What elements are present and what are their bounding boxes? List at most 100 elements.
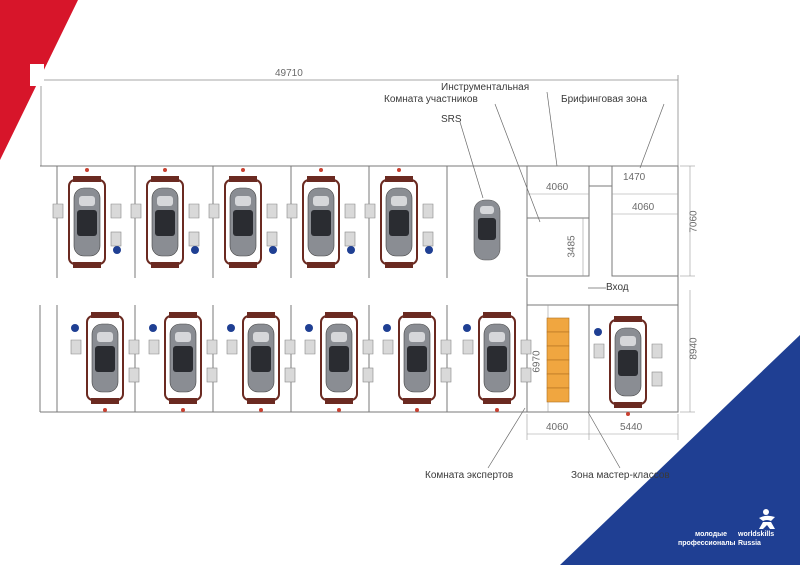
bottom-workstation-5 xyxy=(382,312,452,412)
equipment-right xyxy=(440,339,452,355)
car-windshield xyxy=(409,332,425,342)
equipment-left xyxy=(130,203,142,219)
car-windshield xyxy=(235,196,251,206)
post-marker xyxy=(85,168,89,172)
label-instrumental: Инструментальная xyxy=(441,82,530,93)
bottom-row-workstations xyxy=(70,312,663,416)
building-outline xyxy=(39,165,679,413)
srs-car xyxy=(473,199,501,261)
equipment-right xyxy=(266,203,278,219)
tool-cart xyxy=(71,324,79,332)
car-windshield xyxy=(253,332,269,342)
car-windshield xyxy=(175,332,191,342)
car-windshield xyxy=(620,336,636,346)
top-workstation-3 xyxy=(208,168,278,268)
bottom-workstation-2 xyxy=(148,312,218,412)
car-roof xyxy=(389,210,409,236)
label-entrance: Вход xyxy=(606,282,629,293)
bottom-workstation-1 xyxy=(70,312,140,412)
leader-lines xyxy=(459,91,665,469)
equipment-right xyxy=(344,203,356,219)
top-row-workstations xyxy=(52,168,434,268)
equipment-right xyxy=(206,339,218,355)
lift-bar-top xyxy=(73,176,101,182)
lift-bar-bottom xyxy=(151,262,179,268)
dim-experts-height: 6970 xyxy=(531,350,543,373)
worldskills-figure-icon xyxy=(759,509,775,529)
tool-cart xyxy=(227,324,235,332)
lift-bar-top xyxy=(614,316,642,322)
top-workstation-4 xyxy=(286,168,356,268)
blue-corner-shape xyxy=(560,335,800,565)
tool-cart xyxy=(113,246,121,254)
lift-bar-top xyxy=(325,312,353,318)
car-roof xyxy=(77,210,97,236)
lift-bar-top xyxy=(403,312,431,318)
lift-bar-top xyxy=(307,176,335,182)
tool-cart xyxy=(305,324,313,332)
label-participants-room: Комната участников xyxy=(384,94,478,105)
stand-right xyxy=(206,367,218,383)
dim-participants-height: 3485 xyxy=(566,235,578,258)
bottom-workstation-7 xyxy=(593,316,663,416)
car-windshield xyxy=(157,196,173,206)
tool-cart xyxy=(463,324,471,332)
bottom-workstation-3 xyxy=(226,312,296,412)
post-marker xyxy=(495,408,499,412)
lift-bar-bottom xyxy=(403,398,431,404)
lift-bar-bottom xyxy=(385,262,413,268)
dim-briefing-small: 1470 xyxy=(623,172,646,183)
stand-right xyxy=(110,231,122,247)
car-roof xyxy=(233,210,253,236)
lift-bar-top xyxy=(483,312,511,318)
label-masterclass-zone: Зона мастер-классов xyxy=(571,470,670,481)
dim-masterclass-width: 5440 xyxy=(620,422,643,433)
equipment-left xyxy=(593,343,605,359)
equipment-right xyxy=(362,339,374,355)
car-roof xyxy=(251,346,271,372)
dim-right-height-bottom: 8940 xyxy=(688,337,700,360)
equipment-right xyxy=(188,203,200,219)
equipment-left xyxy=(382,339,394,355)
equipment-left xyxy=(70,339,82,355)
lift-bar-bottom xyxy=(325,398,353,404)
stand-right xyxy=(651,371,663,387)
equipment-left xyxy=(304,339,316,355)
post-marker xyxy=(103,408,107,412)
post-marker xyxy=(259,408,263,412)
equipment-right xyxy=(422,203,434,219)
label-experts-room: Комната экспертов xyxy=(425,470,514,481)
dim-total-length: 49710 xyxy=(275,68,303,79)
equipment-right xyxy=(651,343,663,359)
tool-cart xyxy=(347,246,355,254)
lift-bar-top xyxy=(169,312,197,318)
label-srs: SRS xyxy=(441,114,462,125)
lift-bar-bottom xyxy=(229,262,257,268)
post-marker xyxy=(163,168,167,172)
label-briefing-zone: Брифинговая зона xyxy=(561,94,648,105)
car-roof xyxy=(311,210,331,236)
stand-right xyxy=(344,231,356,247)
stand-right xyxy=(266,231,278,247)
top-workstation-1 xyxy=(52,168,122,268)
logo-brand1: worldskills xyxy=(738,531,775,538)
bottom-workstation-6 xyxy=(462,312,532,412)
lift-bar-top xyxy=(91,312,119,318)
equipment-right xyxy=(110,203,122,219)
car-windshield xyxy=(313,196,329,206)
tool-cart xyxy=(594,328,602,336)
lift-bar-bottom xyxy=(307,262,335,268)
equipment-right xyxy=(284,339,296,355)
lift-bar-top xyxy=(229,176,257,182)
post-marker xyxy=(241,168,245,172)
top-workstation-2 xyxy=(130,168,200,268)
equipment-right xyxy=(520,339,532,355)
tool-cart xyxy=(191,246,199,254)
equipment-left xyxy=(226,339,238,355)
lift-bar-bottom xyxy=(169,398,197,404)
car-windshield xyxy=(331,332,347,342)
equipment-left xyxy=(462,339,474,355)
dimension-total xyxy=(40,75,679,166)
stand-right xyxy=(422,231,434,247)
logo-line2: профессионалы xyxy=(678,540,736,547)
